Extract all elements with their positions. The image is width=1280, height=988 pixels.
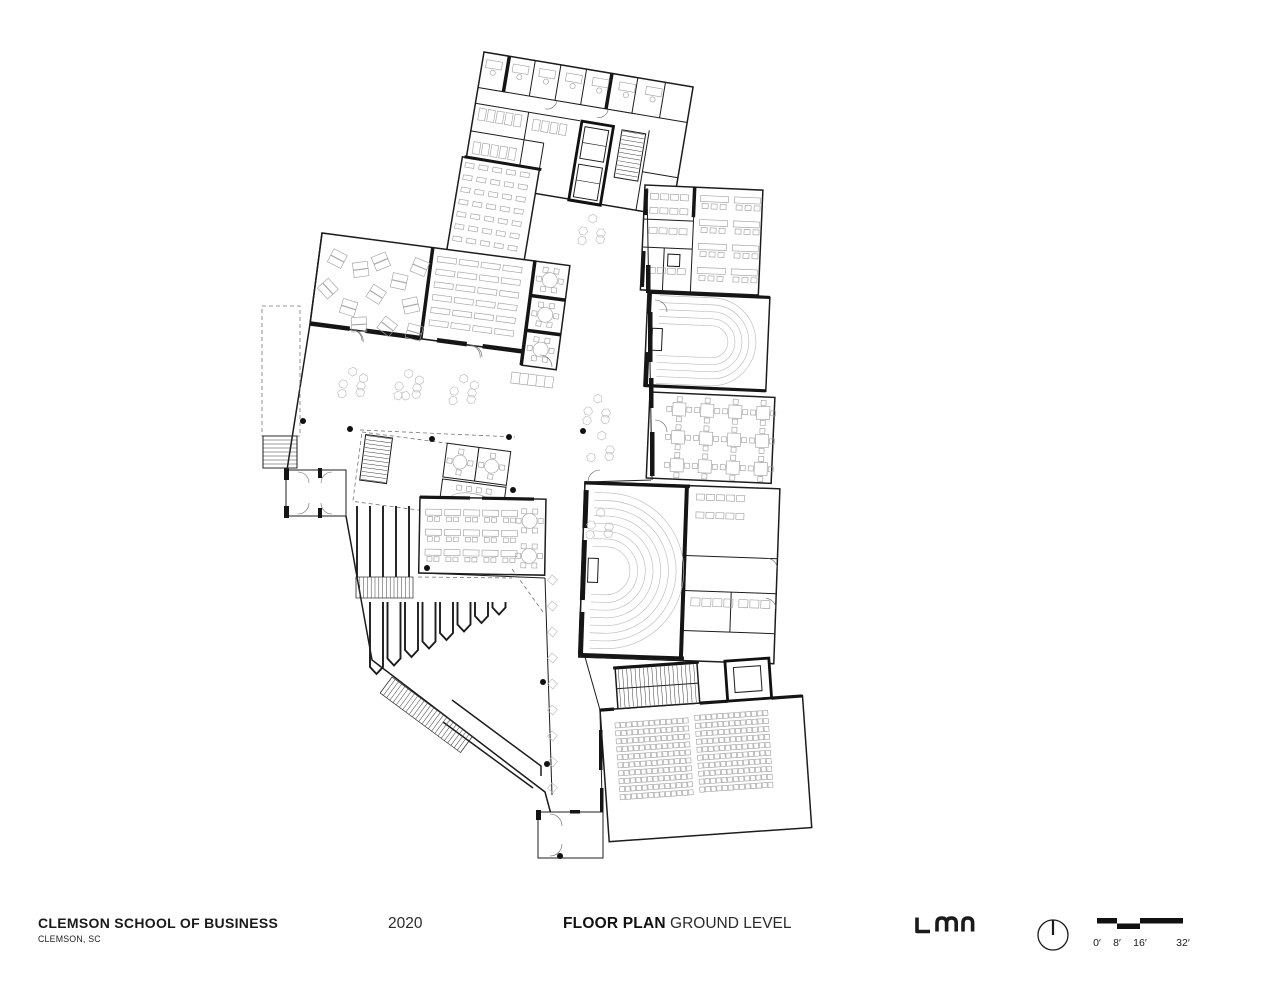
- project-year: 2020: [388, 915, 423, 932]
- north-wing: [445, 51, 694, 266]
- svg-text:8′: 8′: [1113, 937, 1121, 949]
- svg-text:16′: 16′: [1133, 937, 1147, 949]
- site-walls: [261, 187, 668, 859]
- lecture-hall-1: [643, 290, 771, 393]
- project-location: CLEMSON, SC: [38, 933, 101, 944]
- project-title: CLEMSON SCHOOL OF BUSINESS: [38, 915, 279, 931]
- svg-text:0′: 0′: [1093, 937, 1101, 949]
- auditorium: [599, 656, 813, 843]
- lecture-hall-2: [577, 481, 781, 665]
- northeast-block: [639, 184, 764, 296]
- sheet-title: FLOOR PLAN GROUND LEVEL: [563, 915, 792, 932]
- north-arrow: [1037, 919, 1069, 951]
- lmn-logo: [915, 916, 975, 934]
- classroom-south: [417, 495, 547, 576]
- scale-bar: 0′ 8′ 16′ 32′: [1093, 918, 1190, 949]
- svg-text:32′: 32′: [1176, 937, 1190, 949]
- seminar-room: [645, 391, 777, 485]
